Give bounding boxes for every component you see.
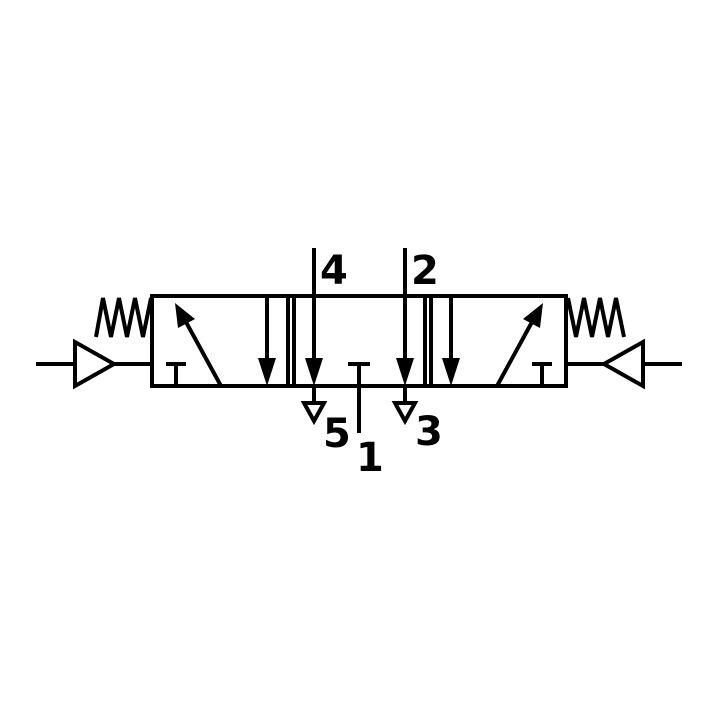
port-label-3: 3 bbox=[415, 409, 443, 455]
exhaust-5-icon bbox=[300, 401, 328, 426]
left-spring-icon bbox=[94, 297, 153, 338]
port-label-4: 4 bbox=[320, 248, 348, 294]
center-envelope bbox=[300, 248, 419, 433]
left-pilot-actuator bbox=[36, 338, 152, 390]
arrow-head-icon bbox=[305, 358, 323, 386]
arrow-head-icon bbox=[258, 358, 276, 386]
arrow-head-icon bbox=[175, 303, 195, 328]
port-label-5: 5 bbox=[323, 411, 351, 457]
arrow-head-icon bbox=[523, 303, 543, 328]
port-label-2: 2 bbox=[411, 248, 439, 294]
right-pilot-actuator bbox=[566, 338, 682, 390]
flow-arrow-diagonal bbox=[184, 321, 223, 387]
exhaust-3-icon bbox=[391, 401, 419, 426]
right-spring-icon bbox=[566, 297, 626, 338]
left-envelope bbox=[166, 296, 276, 387]
arrow-head-icon bbox=[396, 358, 414, 386]
right-envelope bbox=[442, 296, 552, 387]
port-label-1: 1 bbox=[356, 435, 384, 481]
arrow-head-icon bbox=[442, 358, 460, 386]
flow-arrow-diagonal bbox=[495, 321, 534, 387]
